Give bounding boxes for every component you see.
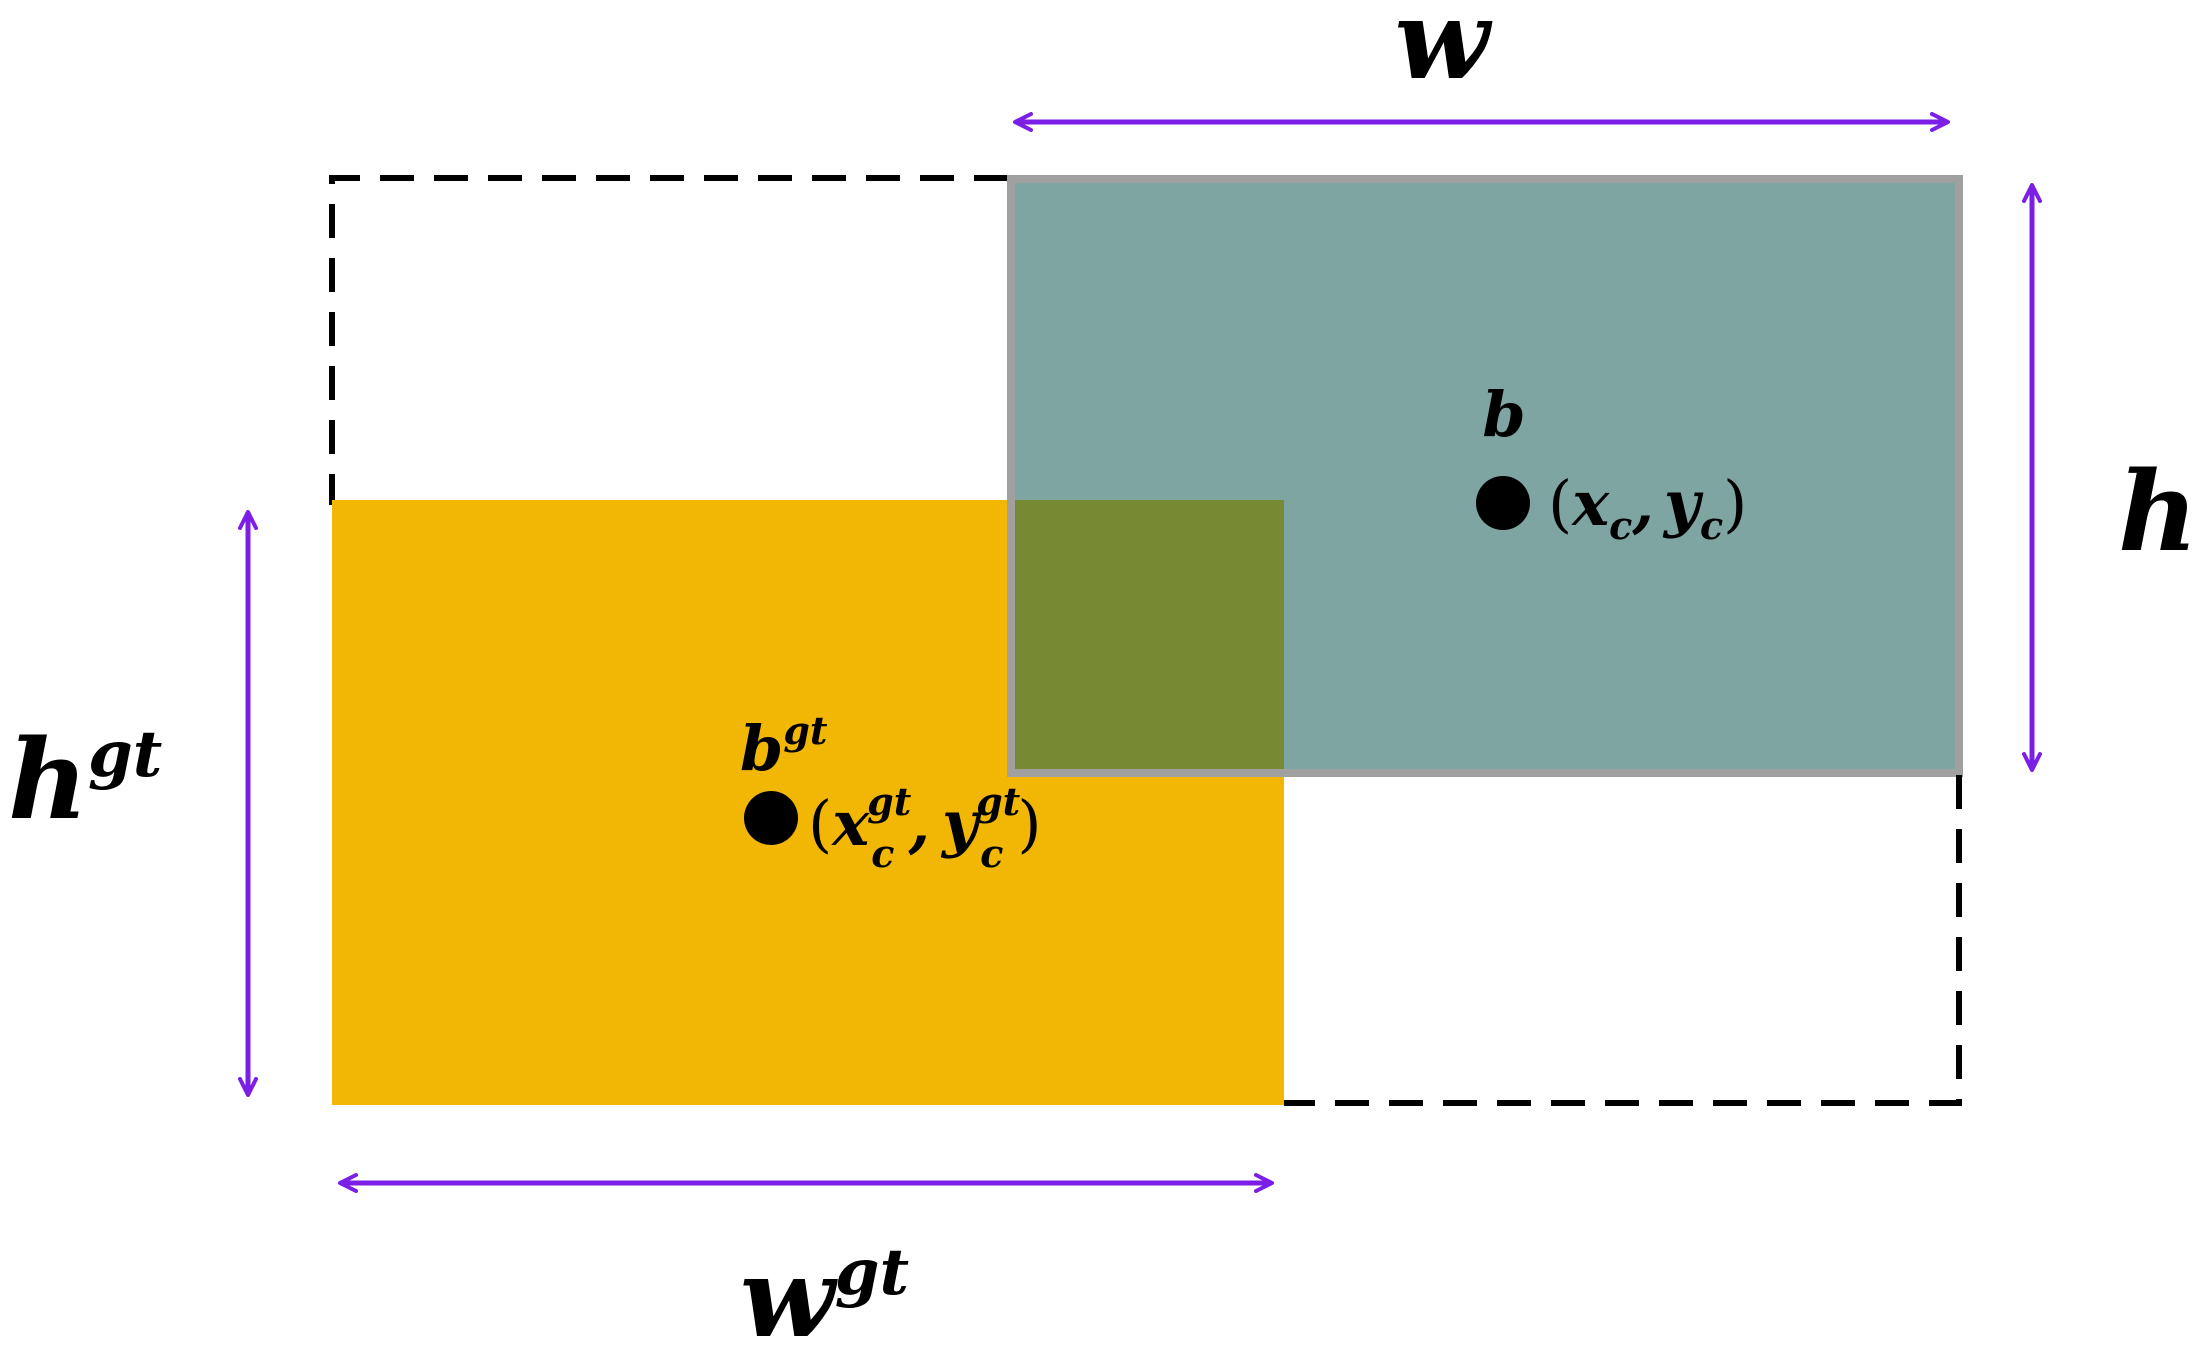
w-gt-label: wgt — [740, 1233, 909, 1355]
b-label: b — [1482, 378, 1525, 451]
pred-center-point — [1476, 476, 1530, 530]
pred-center-coords: (xc,yc) — [1548, 467, 1747, 548]
w-label: w — [1395, 0, 1493, 104]
b-gt-label: bgt — [740, 708, 828, 785]
h-gt-label: hgt — [8, 715, 162, 844]
overlap-region — [1015, 500, 1284, 769]
enclosing-box-bottom-right — [1284, 775, 1962, 1106]
gt-center-point — [744, 791, 798, 845]
h-label: h — [2118, 447, 2198, 576]
enclosing-box-top-left — [329, 175, 1008, 505]
